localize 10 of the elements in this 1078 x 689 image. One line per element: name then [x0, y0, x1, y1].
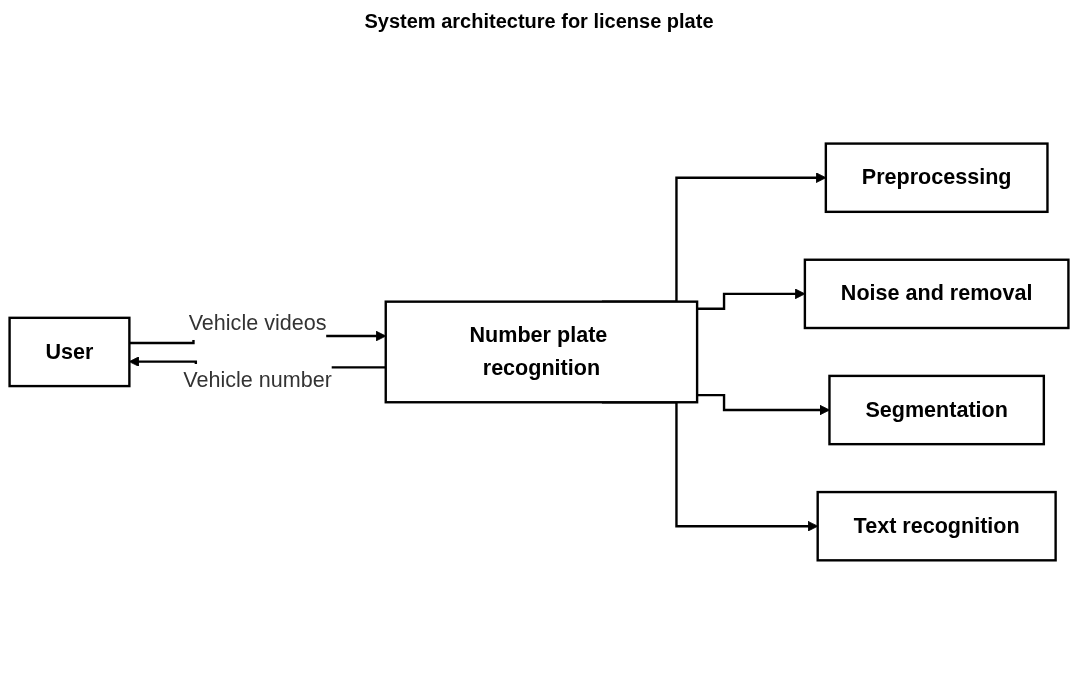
- node-box: Noise and removal: [803, 258, 1070, 330]
- edge-label: Vehicle number: [183, 367, 332, 392]
- arrow: [697, 393, 830, 416]
- diagram-title: System architecture for license plate: [363, 10, 715, 33]
- node-box: User: [8, 316, 131, 388]
- node-box: Number plate recognition: [384, 300, 699, 404]
- edge-label: Vehicle videos: [188, 311, 327, 336]
- node-box: Preprocessing: [824, 142, 1049, 214]
- node-box: Segmentation: [828, 374, 1046, 446]
- node-box: Text recognition: [816, 490, 1057, 562]
